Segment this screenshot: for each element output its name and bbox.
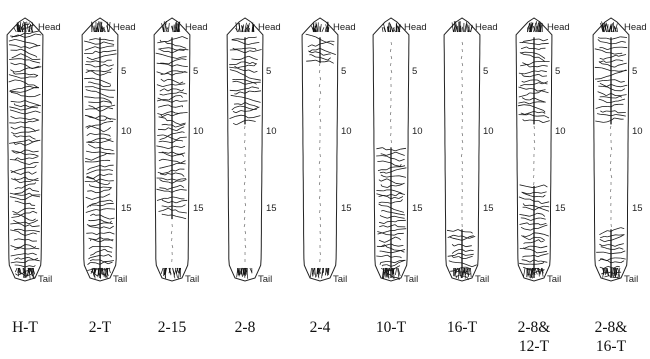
segment-mark-5: 5 [483, 66, 488, 77]
tail-label: Tail [333, 274, 347, 285]
tail-label: Tail [185, 274, 199, 285]
head-label: Head [404, 22, 427, 33]
segment-mark-15: 15 [266, 203, 277, 214]
head-label: Head [113, 22, 136, 33]
segment-mark-10: 10 [341, 126, 352, 137]
panel-caption: H-T [0, 318, 55, 337]
panel-caption-line: 10-T [361, 318, 421, 337]
tail-label: Tail [624, 274, 638, 285]
tail-label: Tail [547, 274, 561, 285]
tail-label: Tail [404, 274, 418, 285]
panel-caption: 2-15 [142, 318, 202, 337]
panel-caption-line: 16-T [581, 337, 641, 356]
tail-label: Tail [38, 274, 52, 285]
segment-mark-5: 5 [193, 66, 198, 77]
tail-label: Tail [258, 274, 272, 285]
segment-mark-15: 15 [121, 203, 132, 214]
panel-caption-line: 2-8& [581, 318, 641, 337]
panel-caption-line: 2-4 [290, 318, 350, 337]
head-label: Head [624, 22, 647, 33]
segment-mark-10: 10 [121, 126, 132, 137]
segment-mark-15: 15 [193, 203, 204, 214]
panel-caption-line: 12-T [504, 337, 564, 356]
panel-caption-line: 16-T [432, 318, 492, 337]
panel-caption-line: 2-8& [504, 318, 564, 337]
panel-caption-line: 2-8 [215, 318, 275, 337]
head-label: Head [258, 22, 281, 33]
segment-mark-15: 15 [412, 203, 423, 214]
head-label: Head [333, 22, 356, 33]
segment-mark-15: 15 [483, 203, 494, 214]
panel-caption: 2-4 [290, 318, 350, 337]
segment-mark-10: 10 [412, 126, 423, 137]
panel-caption: 10-T [361, 318, 421, 337]
panel-caption: 2-8&12-T [504, 318, 564, 356]
panel-caption: 16-T [432, 318, 492, 337]
panel-caption: 2-T [70, 318, 130, 337]
panel-caption: 2-8&16-T [581, 318, 641, 356]
segment-mark-5: 5 [632, 66, 637, 77]
segment-mark-5: 5 [266, 66, 271, 77]
panel-caption-line: H-T [0, 318, 55, 337]
head-label: Head [475, 22, 498, 33]
segment-mark-10: 10 [632, 126, 643, 137]
head-label: Head [38, 22, 61, 33]
tail-label: Tail [113, 274, 127, 285]
segment-mark-15: 15 [632, 203, 643, 214]
segment-mark-5: 5 [412, 66, 417, 77]
segment-mark-5: 5 [555, 66, 560, 77]
segment-mark-15: 15 [555, 203, 566, 214]
tail-label: Tail [475, 274, 489, 285]
panel-caption: 2-8 [215, 318, 275, 337]
segment-mark-10: 10 [266, 126, 277, 137]
segment-mark-15: 15 [341, 203, 352, 214]
segment-mark-5: 5 [121, 66, 126, 77]
segment-mark-10: 10 [193, 126, 204, 137]
panel-caption-line: 2-15 [142, 318, 202, 337]
segment-mark-10: 10 [555, 126, 566, 137]
head-label: Head [185, 22, 208, 33]
head-label: Head [547, 22, 570, 33]
segment-mark-10: 10 [483, 126, 494, 137]
panel-caption-line: 2-T [70, 318, 130, 337]
segment-mark-5: 5 [341, 66, 346, 77]
